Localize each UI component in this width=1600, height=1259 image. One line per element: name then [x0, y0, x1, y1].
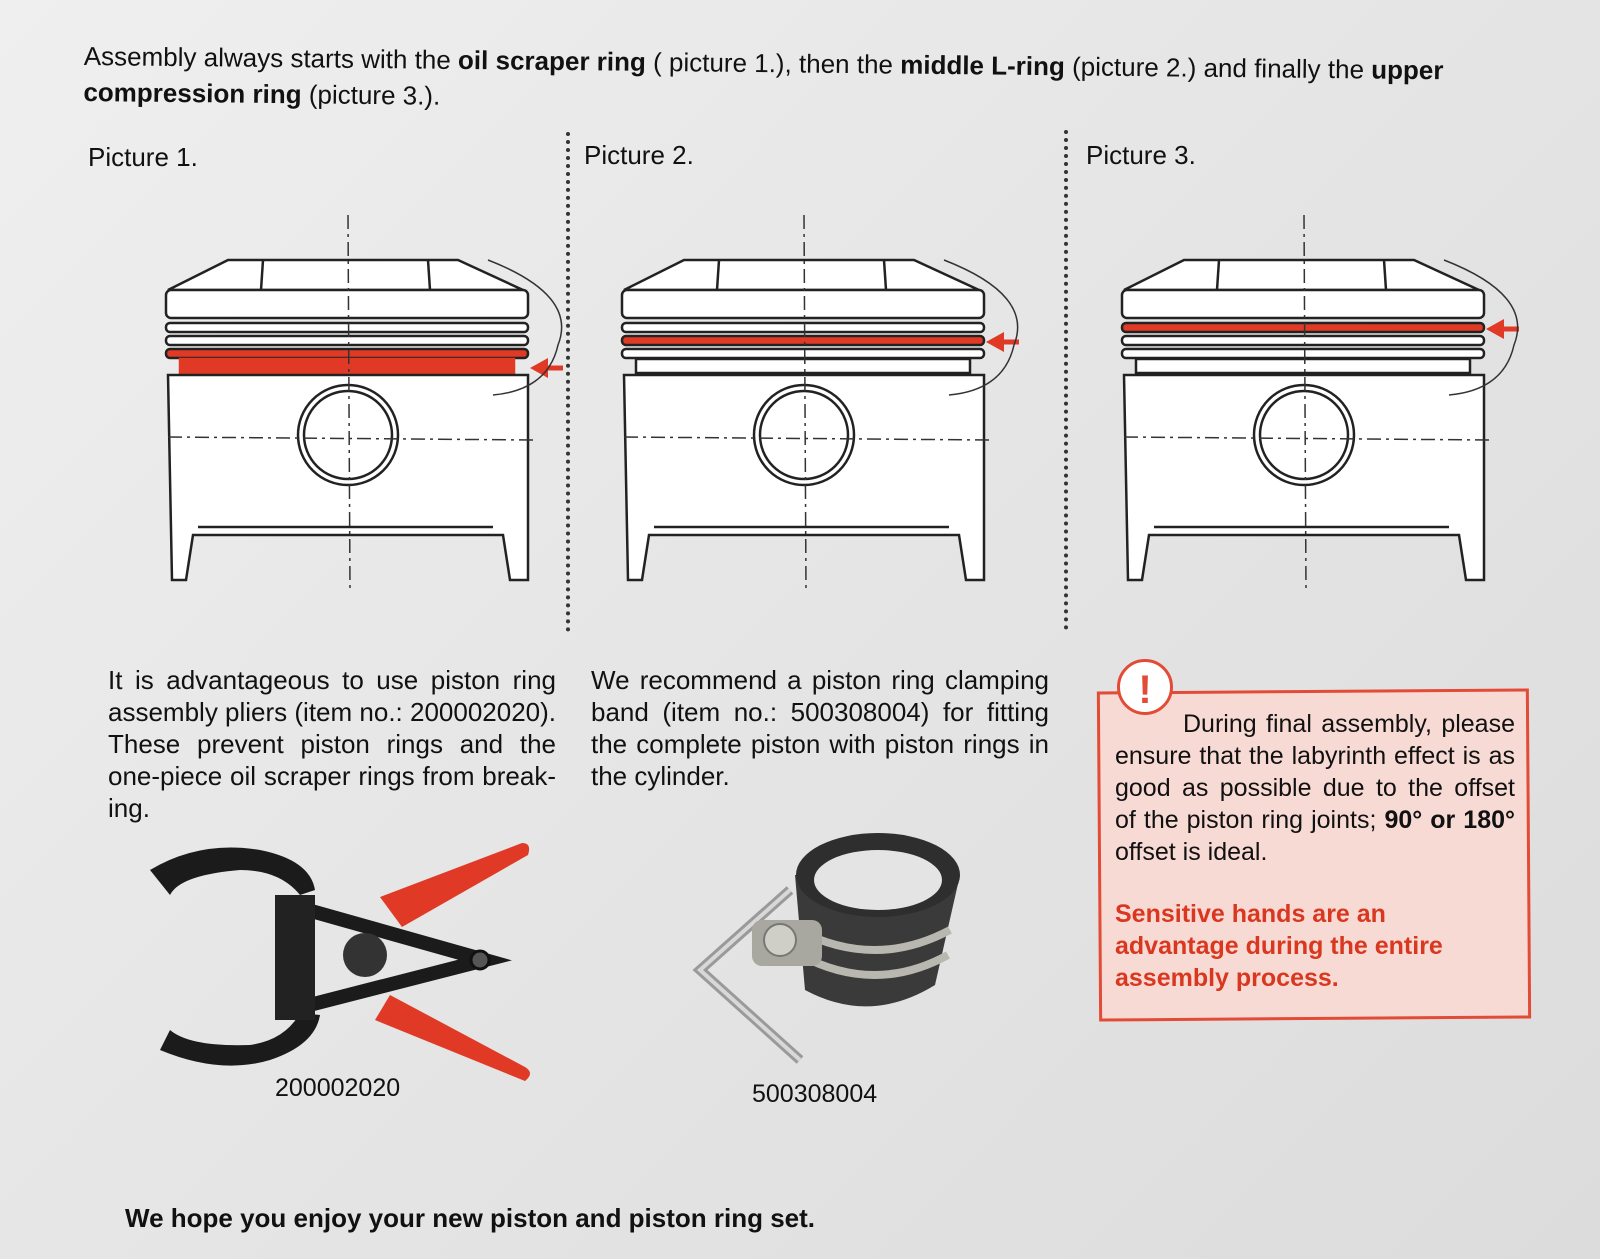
intro-part1: Assembly always starts with the — [83, 40, 459, 75]
closing-text: We hope you enjoy your new piston and pi… — [125, 1203, 816, 1233]
tip-warning: Sensitive hands are an advantage during … — [1115, 900, 1443, 992]
picture-2-label: Picture 2. — [584, 140, 694, 170]
intro-text: Assembly always starts with the oil scra… — [83, 38, 1554, 125]
exclamation-icon: ! — [1117, 659, 1173, 715]
piston-ring-pliers-image — [150, 843, 530, 1081]
intro-part3: (picture 2.) and finally the — [1064, 51, 1372, 85]
piston-diagram-2 — [614, 205, 1034, 600]
intro-part2: ( picture 1.), then the — [645, 46, 901, 80]
piston-diagram-3 — [1114, 205, 1534, 600]
divider-2 — [1064, 130, 1068, 630]
clamping-band-paragraph: We recommend a piston ring clamping band… — [591, 665, 1049, 791]
clamping-band-image — [692, 833, 960, 1064]
tip-text: During final assembly, please ensure tha… — [1115, 708, 1515, 868]
intro-part4: (picture 3.). — [301, 79, 441, 111]
pliers-paragraph: It is advantageous to use piston ring as… — [108, 665, 557, 823]
pliers-item-number: 200002020 — [275, 1074, 401, 1102]
clamping-band-item-number: 500308004 — [752, 1080, 878, 1108]
picture-1-label: Picture 1. — [88, 142, 198, 172]
tip-text-part2: offset is ideal. — [1115, 838, 1268, 866]
piston-diagram-1 — [158, 205, 578, 600]
tip-text-part1: During final assembly, please ensure tha… — [1115, 710, 1515, 834]
intro-bold-oil-scraper: oil scraper ring — [457, 44, 647, 77]
intro-bold-middle-ring: middle L-ring — [900, 49, 1066, 82]
picture-3-label: Picture 3. — [1086, 140, 1196, 170]
tip-offset-values: 90° or 180° — [1384, 806, 1515, 834]
divider-1 — [566, 132, 570, 632]
